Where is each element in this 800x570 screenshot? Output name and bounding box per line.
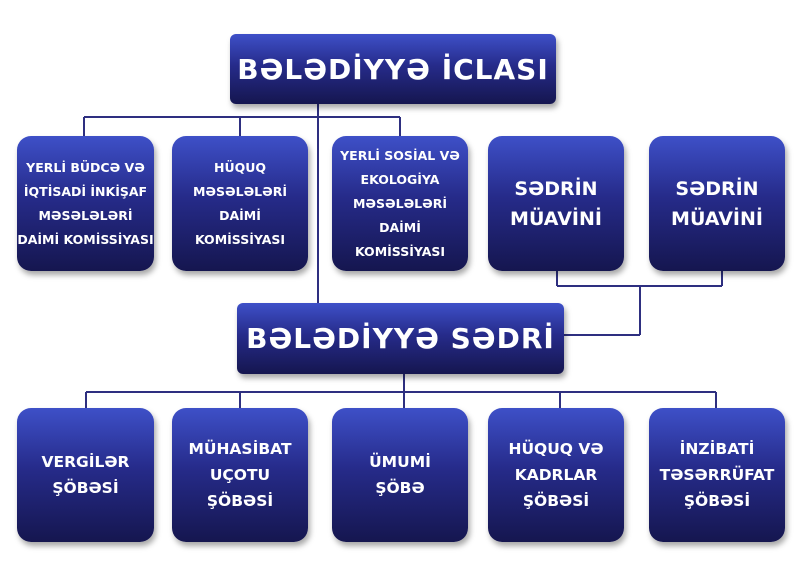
deputy-chair-label: SƏDRİN MÜAVİNİ [671,177,763,230]
department-box-administrative: İNZİBATİ TƏSƏRRÜFAT ŞÖBƏSİ [649,408,785,542]
department-label: VERGİLƏR ŞÖBƏSİ [41,453,130,497]
commission-label: HÜQUQ MƏSƏLƏLƏRİ DAİMİ KOMİSSİYASI [192,159,288,247]
deputy-chair-label: SƏDRİN MÜAVİNİ [510,177,602,230]
department-label: ÜMUMİ ŞÖBƏ [369,453,431,497]
commission-box-legal: HÜQUQ MƏSƏLƏLƏRİ DAİMİ KOMİSSİYASI [172,136,308,271]
commission-label: YERLİ SOSİAL VƏ EKOLOGİYA MƏSƏLƏLƏRİ DAİ… [340,147,460,259]
commission-box-social: YERLİ SOSİAL VƏ EKOLOGİYA MƏSƏLƏLƏRİ DAİ… [332,136,468,271]
department-box-general: ÜMUMİ ŞÖBƏ [332,408,468,542]
department-label: MÜHASİBAT UÇOTU ŞÖBƏSİ [188,440,292,510]
commission-label: YERLİ BÜDCƏ VƏ İQTİSADİ İNKİŞAF MƏSƏLƏLƏ… [17,159,154,247]
municipality-chair-title: BƏLƏDİYYƏ SƏDRİ [246,322,555,355]
department-box-legal-hr: HÜQUQ VƏ KADRLAR ŞÖBƏSİ [488,408,624,542]
department-label: İNZİBATİ TƏSƏRRÜFAT ŞÖBƏSİ [659,440,775,510]
department-box-taxes: VERGİLƏR ŞÖBƏSİ [17,408,154,542]
deputy-chair-box-2: SƏDRİN MÜAVİNİ [649,136,785,271]
commission-box-budget: YERLİ BÜDCƏ VƏ İQTİSADİ İNKİŞAF MƏSƏLƏLƏ… [17,136,154,271]
department-label: HÜQUQ VƏ KADRLAR ŞÖBƏSİ [508,440,604,510]
municipal-council-box: BƏLƏDİYYƏ İCLASI [230,34,556,104]
deputy-chair-box-1: SƏDRİN MÜAVİNİ [488,136,624,271]
municipality-chair-box: BƏLƏDİYYƏ SƏDRİ [237,303,564,374]
municipal-council-title: BƏLƏDİYYƏ İCLASI [237,52,549,86]
department-box-accounting: MÜHASİBAT UÇOTU ŞÖBƏSİ [172,408,308,542]
